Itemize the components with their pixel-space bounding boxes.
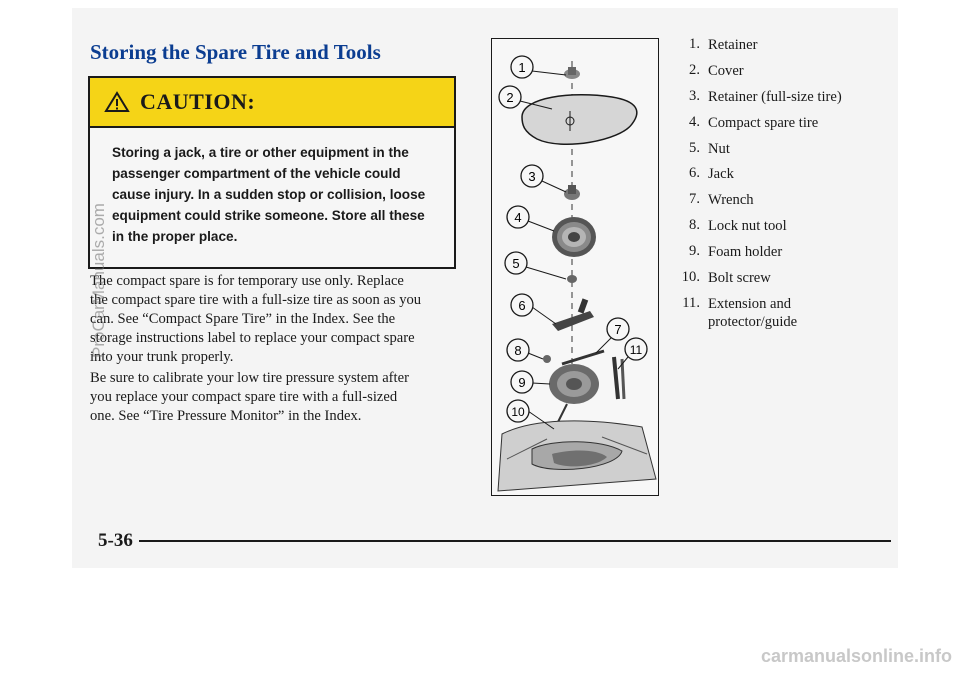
caution-line: equipment could strike someone. Store al… [112, 208, 425, 223]
text-line: storage instructions label to replace yo… [90, 330, 415, 346]
caution-line: in the proper place. [112, 229, 238, 244]
bottom-watermark: carmanualsonline.info [760, 646, 952, 666]
text-line: can. See “Compact Spare Tire” in the Ind… [90, 311, 396, 327]
caution-label: CAUTION: [140, 89, 256, 114]
spare-tire-diagram: 1 2 3 4 5 6 7 8 9 11 10 [491, 38, 659, 496]
text-line: The compact spare is for temporary use o… [90, 273, 404, 289]
caution-line: cause injury. In a sudden stop or collis… [112, 187, 426, 202]
callout-6: 6 [518, 298, 525, 313]
caution-line: Storing a jack, a tire or other equipmen… [112, 145, 409, 160]
callout-8: 8 [514, 343, 521, 358]
callout-2: 2 [506, 90, 513, 105]
callout-9: 9 [518, 375, 525, 390]
callout-10: 10 [511, 405, 525, 419]
callout-1: 1 [518, 60, 525, 75]
list-item: 6.Jack [689, 165, 734, 183]
parts-list: 1.Retainer 2.Cover 3.Retainer (full-size… [676, 36, 878, 330]
callout-11: 11 [630, 343, 643, 357]
body-text: The compact spare is for temporary use o… [90, 272, 470, 428]
text-line: into your trunk properly. [90, 349, 234, 365]
list-item: 11.Extension and protector/guide [682, 294, 798, 330]
caution-line: passenger compartment of the vehicle cou… [112, 166, 401, 181]
exploded-view-illustration: 1 2 3 4 5 6 7 8 9 11 10 [497, 55, 657, 492]
paragraph-calibrate: Be sure to calibrate your low tire press… [90, 369, 470, 426]
callout-4: 4 [514, 210, 521, 225]
side-watermark: ProCarManuals.com [89, 203, 108, 358]
page-number: 5-36 [98, 530, 133, 551]
list-item: 1.Retainer [689, 36, 758, 53]
list-item: 3.Retainer (full-size tire) [689, 87, 842, 105]
list-item: 8.Lock nut tool [689, 217, 787, 235]
page-footer: 5-36 [98, 530, 891, 552]
callout-3: 3 [528, 169, 535, 184]
list-item: 4.Compact spare tire [689, 113, 819, 131]
text-line: one. See “Tire Pressure Monitor” in the … [90, 408, 362, 424]
text-line: you replace your compact spare tire with… [90, 389, 398, 405]
section-title: Storing the Spare Tire and Tools [90, 40, 381, 64]
list-item: 10.Bolt screw [681, 269, 771, 287]
list-item: 5.Nut [689, 139, 730, 157]
list-item: 2.Cover [689, 61, 744, 79]
caution-text: Storing a jack, a tire or other equipmen… [90, 128, 454, 247]
text-line: Be sure to calibrate your low tire press… [90, 370, 409, 386]
caution-header: CAUTION: [90, 78, 454, 128]
list-item: 9.Foam holder [689, 243, 783, 261]
callout-7: 7 [614, 322, 621, 337]
footer-rule [138, 540, 891, 542]
paragraph-spare-usage: The compact spare is for temporary use o… [90, 272, 470, 367]
text-line: the compact spare tire with a full-size … [90, 292, 422, 308]
warning-triangle-icon [104, 91, 130, 112]
caution-box: CAUTION: Storing a jack, a tire or other… [88, 76, 456, 269]
callout-5: 5 [512, 256, 519, 271]
list-item: 7.Wrench [689, 191, 754, 209]
